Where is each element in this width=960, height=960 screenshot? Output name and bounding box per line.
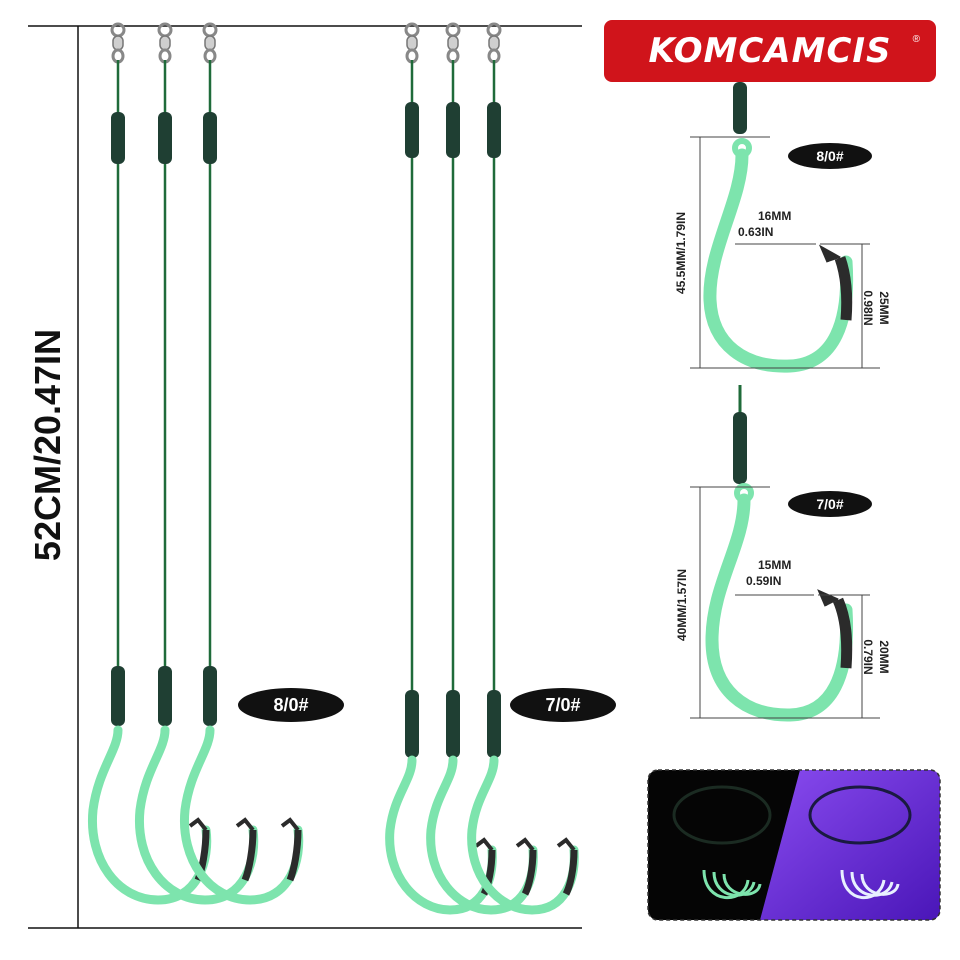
- gap-in-7-0: 0.59IN: [746, 574, 782, 588]
- size-badge-8-0-group: 8/0#: [238, 688, 344, 722]
- length-label: 52CM/20.47IN: [18, 295, 78, 595]
- gap-in-8-0: 0.63IN: [738, 225, 774, 239]
- point-label-8-0: 25MM 0.98IN: [860, 278, 892, 338]
- size-badge-8-0-detail: 8/0#: [788, 143, 872, 169]
- gap-label-8-0: 16MM 0.63IN: [738, 208, 792, 240]
- brand-name: KOMCAMCIS: [648, 31, 892, 71]
- size-badge-7-0-detail: 7/0#: [788, 491, 872, 517]
- point-mm-8-0: 25MM: [877, 291, 891, 325]
- height-label-7-0: 40MM/1.57IN: [675, 568, 689, 642]
- point-label-7-0: 20MM 0.79IN: [860, 627, 892, 687]
- size-badge-7-0-group: 7/0#: [510, 688, 616, 722]
- height-label-8-0: 45.5MM/1.79IN: [674, 211, 688, 295]
- gap-mm-7-0: 15MM: [758, 558, 792, 572]
- registered-mark: ®: [912, 34, 920, 45]
- point-in-8-0: 0.98IN: [861, 290, 875, 326]
- length-label-text: 52CM/20.47IN: [27, 328, 68, 562]
- glow-comparison-photo: [647, 769, 941, 921]
- point-mm-7-0: 20MM: [877, 640, 891, 674]
- point-in-7-0: 0.79IN: [861, 639, 875, 675]
- gap-label-7-0: 15MM 0.59IN: [746, 557, 792, 589]
- gap-mm-8-0: 16MM: [758, 209, 792, 223]
- brand-logo: KOMCAMCIS ®: [604, 20, 936, 82]
